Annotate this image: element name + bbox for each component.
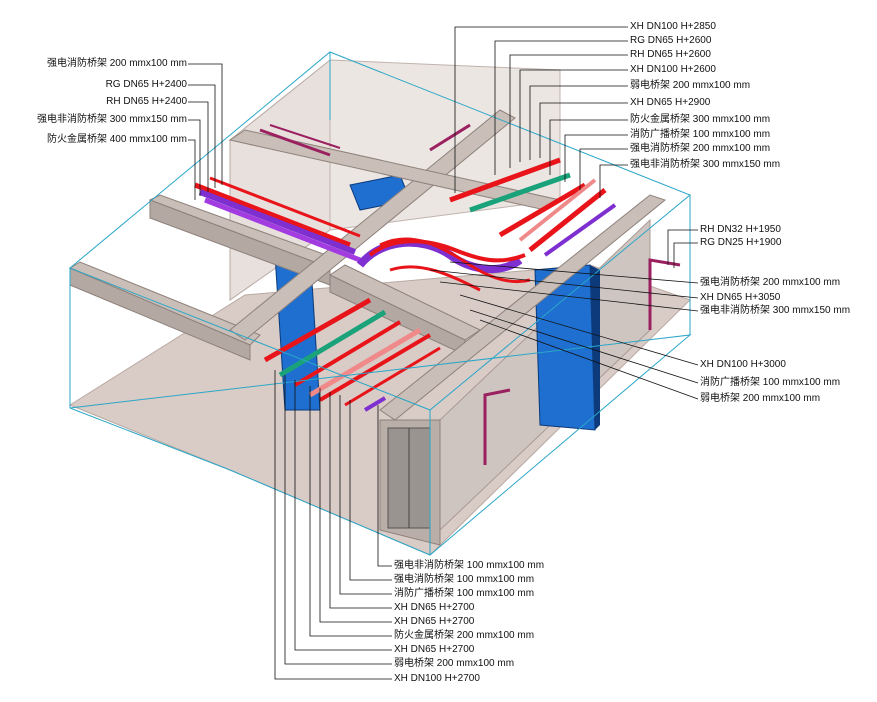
label-fireproof-tray-300: 防火金属桥架 300 mmx100 mm	[630, 114, 771, 125]
label-xh-dn100-2850: XH DN100 H+2850	[630, 21, 716, 32]
label-left-strong-fire-tray-200: 强电消防桥架 200 mmx100 mm	[46, 58, 187, 69]
front-service-run	[263, 297, 441, 412]
wall-pipe	[483, 388, 511, 465]
label-left-rh-dn65-2400: RH DN65 H+2400	[106, 96, 187, 107]
leader-lines-bottom	[274, 370, 392, 680]
right-service-run	[429, 123, 617, 257]
label-left-rg-dn65-2400: RG DN65 H+2400	[105, 79, 187, 90]
label-rl-xh-dn100-3000: XH DN100 H+3000	[700, 359, 786, 370]
leader-lines-top-left	[188, 63, 223, 200]
label-left-fireproof-tray-400: 防火金属桥架 400 mmx100 mm	[46, 134, 187, 145]
leader-lines-right-center	[429, 261, 699, 312]
label-xh-dn65-2900: XH DN65 H+2900	[630, 97, 711, 108]
blue-shaft-right-side	[590, 265, 600, 430]
label-rh-dn65-2600: RH DN65 H+2600	[630, 49, 711, 60]
label-b-broadcast-tray-100: 消防广播桥架 100 mmx100 mm	[394, 588, 535, 599]
label-rc-strong-nonfire-tray-300: 强电非消防桥架 300 mmx150 mm	[700, 305, 851, 316]
leader-lines-right-low	[459, 294, 699, 400]
label-rg-dn65-2600: RG DN65 H+2600	[630, 35, 712, 46]
bounding-frame	[69, 51, 692, 556]
label-b-fireproof-tray-200: 防火金属桥架 200 mmx100 mm	[394, 630, 535, 641]
label-broadcast-tray-100: 消防广播桥架 100 mmx100 mm	[630, 129, 771, 140]
label-rh-dn32-1950: RH DN32 H+1950	[700, 224, 781, 235]
left-service-run	[194, 124, 361, 263]
label-strong-nonfire-tray-300: 强电非消防桥架 300 mmx150 mm	[630, 159, 781, 170]
label-b-xh-dn100-2700: XH DN100 H+2700	[394, 673, 480, 684]
beam-right	[379, 194, 667, 421]
label-xh-dn100-2600: XH DN100 H+2600	[630, 64, 716, 75]
label-weak-tray-200: 弱电桥架 200 mmx100 mm	[630, 80, 751, 91]
label-b-xh-dn65-2700-c: XH DN65 H+2700	[394, 644, 475, 655]
label-b-xh-dn65-2700-a: XH DN65 H+2700	[394, 602, 475, 613]
label-rl-broadcast-tray-100: 消防广播桥架 100 mmx100 mm	[700, 377, 841, 388]
label-b-weak-tray-200: 弱电桥架 200 mmx100 mm	[394, 658, 515, 669]
label-rg-dn25-1900: RG DN25 H+1900	[700, 237, 782, 248]
label-rl-weak-tray-200: 弱电桥架 200 mmx100 mm	[700, 393, 821, 404]
leader-lines-right-mid	[667, 229, 698, 268]
wall-pipe	[648, 258, 681, 330]
beam-diag	[229, 109, 516, 341]
label-rc-strong-fire-tray-200: 强电消防桥架 200 mmx100 mm	[700, 277, 841, 288]
label-b-strong-nonfire-tray-100: 强电非消防桥架 100 mmx100 mm	[394, 560, 545, 571]
label-rc-xh-dn65-3050: XH DN65 H+3050	[700, 292, 781, 303]
label-left-strong-nonfire-tray-300: 强电非消防桥架 300 mmx150 mm	[36, 114, 187, 125]
label-strong-fire-tray-200: 强电消防桥架 200 mmx100 mm	[630, 143, 771, 154]
label-b-strong-fire-tray-100: 强电消防桥架 100 mmx100 mm	[394, 574, 535, 585]
label-b-xh-dn65-2700-b: XH DN65 H+2700	[394, 616, 475, 627]
leader-lines-top-right	[454, 26, 628, 198]
